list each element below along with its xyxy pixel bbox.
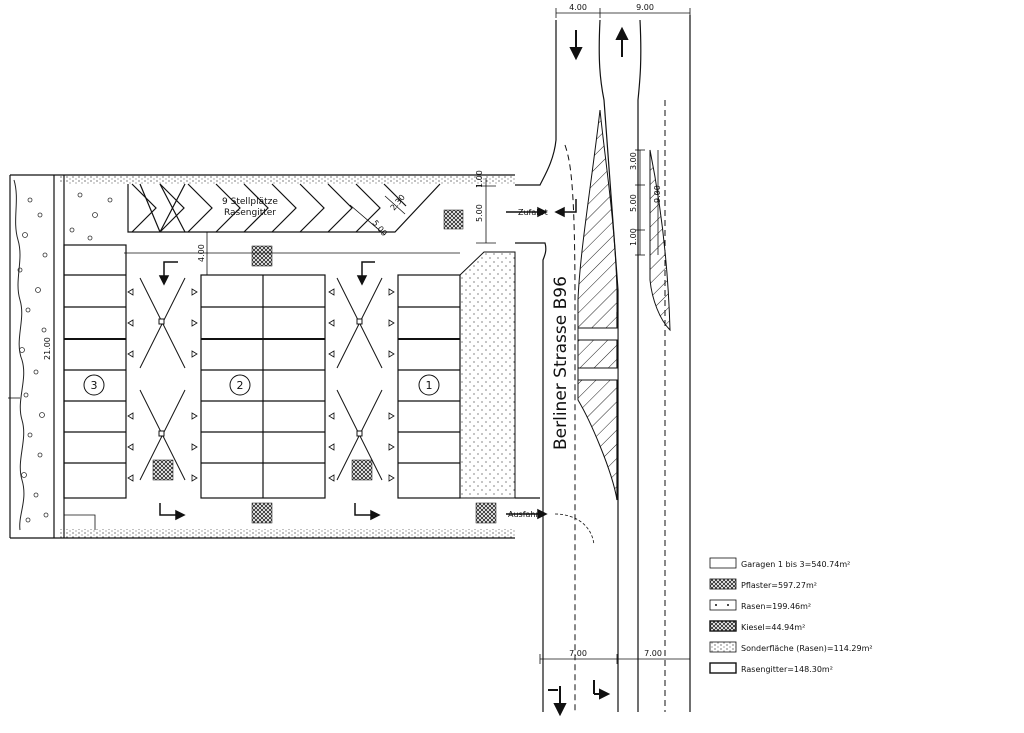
dim-park-230: 2.30 [389,193,407,212]
road-top-dimensions [555,8,691,18]
dim-island-3: 3.00 [629,152,638,170]
road-bottom-dimensions [539,654,691,664]
hedge-line [13,179,25,531]
traffic-island-left [577,109,618,501]
dim-park-5: 5.00 [370,219,388,238]
dim-road-bottom-right: 7.00 [644,649,662,658]
dim-road-top-right: 9.00 [636,3,654,12]
garage-3-number: 3 [91,379,98,392]
dim-road-bottom-left: 7.00 [569,649,587,658]
legend: Garagen 1 bis 3=540.74m² Pflaster=597.27… [709,557,873,674]
turning-markings [139,277,383,481]
legend-item: Sonderfläche (Rasen)=114.29m² [709,641,873,653]
svg-text:Rasen=199.46m²: Rasen=199.46m² [741,602,811,611]
direction-ticks [127,288,395,482]
dim-entry-1: 1.00 [475,170,484,188]
legend-item: Pflaster=597.27m² [709,578,817,590]
kiesel-strip-bottom [60,529,515,538]
legend-item: Garagen 1 bis 3=540.74m² [709,557,850,569]
entry-label: Zufahrt [518,208,548,217]
garage-block-2 [200,274,326,499]
svg-text:Kiesel=44.94m²: Kiesel=44.94m² [741,623,805,632]
lane-arrows [548,26,629,717]
pflaster-markers [152,209,497,524]
island-gap-2 [577,367,619,381]
svg-text:Rasengitter=148.30m²: Rasengitter=148.30m² [741,665,833,674]
dim-island-9: 9.00 [653,185,662,203]
garage-block-1 [397,274,461,499]
svg-text:Sonderfläche (Rasen)=114.29m²: Sonderfläche (Rasen)=114.29m² [741,644,873,653]
dim-entry-5: 5.00 [475,204,484,222]
road-edges [515,15,691,712]
lane-line-left [564,144,576,712]
street-name: Berliner Strasse B96 [551,276,571,450]
dim-aisle-4: 4.00 [197,244,206,262]
dim-lot-21: 21.00 [43,337,52,360]
kiesel-strip-top [60,175,515,184]
legend-item: Kiesel=44.94m² [709,620,805,632]
parking-stalls [127,183,441,233]
legend-item: Rasengitter=148.30m² [709,662,833,674]
aisle-dimension [124,232,460,275]
garage-number-circles [83,374,440,396]
corner-detail [64,514,96,530]
svg-text:Garagen 1 bis 3=540.74m²: Garagen 1 bis 3=540.74m² [741,560,850,569]
exit-curve [554,513,595,546]
dim-island-1: 1.00 [629,228,638,246]
rasen-strip-left [17,192,113,523]
garage-1-number: 1 [426,379,433,392]
dim-road-top-left: 4.00 [569,3,587,12]
exit-label: Ausfahrt [508,510,542,519]
dim-island-5: 5.00 [629,194,638,212]
island-dimensions [635,149,659,256]
parking-dimensions [349,178,496,244]
garage-block-3 [63,244,127,499]
flow-arrows [158,199,577,521]
sonderflaeche [459,251,516,499]
svg-text:Pflaster=597.27m²: Pflaster=597.27m² [741,581,817,590]
traffic-island-right [649,149,671,332]
garage-2-number: 2 [237,379,244,392]
parking-sublabel: Rasengitter [224,208,276,218]
island-gap-1 [577,327,619,341]
parking-label: 9 Stellplätze [222,197,278,207]
legend-item: Rasen=199.46m² [709,599,811,611]
